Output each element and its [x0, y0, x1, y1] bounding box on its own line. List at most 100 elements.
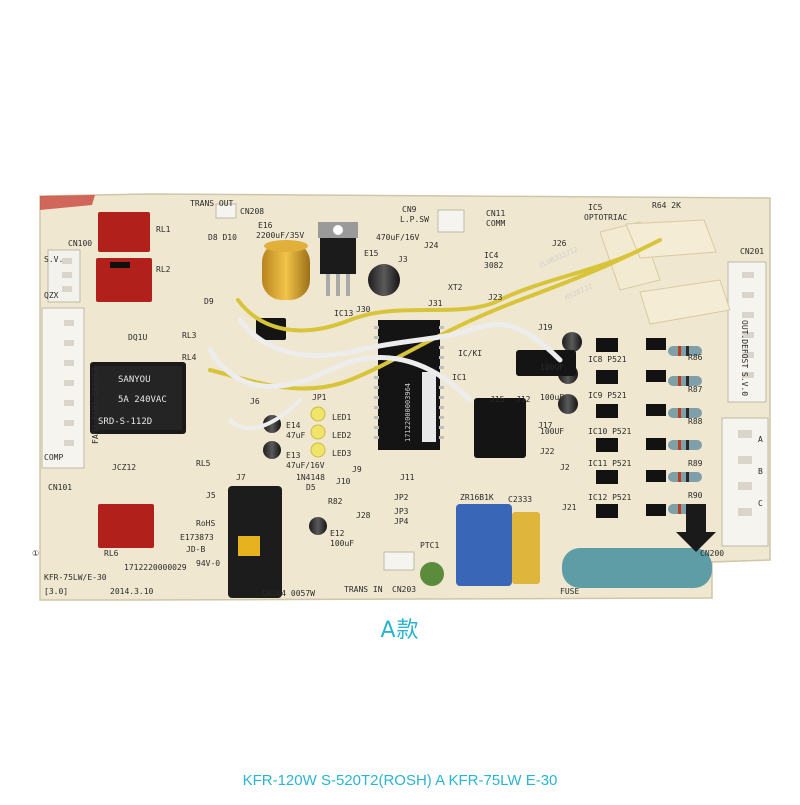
pcb-label-jp2: JP2 — [394, 493, 409, 502]
pcb-label-j21: J21 — [562, 503, 577, 512]
connector-cn101 — [41, 307, 85, 469]
pcb-label-relay-rating: 5A 240VAC — [118, 395, 167, 405]
pcb-label-j6: J6 — [250, 397, 260, 406]
pcb-label-n4148: 1N4148 — [296, 473, 325, 482]
pcb-label-ic1: IC1 — [452, 373, 467, 382]
pcb-label-sv0: S.V.0 — [740, 372, 749, 396]
pcb-label-trans-in: TRANS IN — [344, 585, 383, 594]
pcb-label-ptc1: PTC1 — [420, 541, 439, 550]
pcb-label-revision: [3.0] — [44, 587, 68, 596]
pcb-label-fuse: FUSE — [560, 587, 579, 596]
pcb-label-v0: 94V-0 — [196, 559, 220, 568]
pcb-label-zr: ZR16B1K — [460, 493, 494, 502]
pcb-label-r86: R86 — [688, 353, 703, 362]
pcb-label-r88: R88 — [688, 417, 703, 426]
pcb-label-r82: R82 — [328, 497, 343, 506]
pcb-label-j19: J19 — [538, 323, 553, 332]
pcb-label-j28: J28 — [356, 511, 371, 520]
pcb-label-d5: D5 — [306, 483, 316, 492]
pcb-label-rl5: RL5 — [196, 459, 211, 468]
capacitor-e15 — [368, 264, 400, 296]
relay-rl6 — [98, 504, 154, 548]
pcb-label-j24: J24 — [424, 241, 439, 250]
relay-rl1 — [98, 212, 150, 252]
pcb-label-model-mark: KFR-75LW/E-30 — [44, 573, 107, 582]
pcb-label-r89: R89 — [688, 459, 703, 468]
relay-rl2 — [96, 258, 152, 302]
pcb-label-cn201: CN201 — [740, 247, 764, 256]
pcb-label-xt2: XT2 — [448, 283, 463, 292]
led-3 — [310, 442, 326, 458]
x-capacitor — [562, 548, 712, 588]
pcb-label-cn11: CN11 — [486, 209, 505, 218]
pcb-label-fan-labels: FAN2 FAN1 DEFOST — [91, 367, 100, 444]
pcb-label-e-100uf: 100uF — [540, 393, 564, 402]
pcb-label-cn9: CN9 — [402, 205, 417, 214]
capacitor-e16 — [262, 242, 310, 300]
pcb-label-ic12: IC12 P521 — [588, 493, 632, 502]
pcb-label-sv: S.V. — [44, 255, 63, 264]
pcb-label-out-defost: OUT.DEFOST — [740, 320, 749, 368]
pcb-label-rl4: RL4 — [182, 353, 197, 362]
pcb-label-j5: J5 — [206, 491, 216, 500]
pcb-label-j30: J30 — [356, 305, 371, 314]
pcb-label-r90: R90 — [688, 491, 703, 500]
pcb-label-relay-brand: SANYOU — [118, 375, 151, 385]
pcb-label-led3: LED3 — [332, 449, 351, 458]
pcb-label-cn200: CN200 — [700, 549, 724, 558]
pcb-label-jcz12: JCZ12 — [112, 463, 136, 472]
pcb-label-ic1-mark: 17122000003964 — [404, 383, 412, 442]
pcb-label-d9: D9 — [204, 297, 214, 306]
pcb-label-j12: J12 — [516, 395, 531, 404]
pcb-label-e16-val: 2200uF/35V — [256, 231, 304, 240]
pcb-label-d8d10: D8 D10 — [208, 233, 237, 242]
pcb-label-jp4: JP4 — [394, 517, 409, 526]
pcb-label-rl6: RL6 — [104, 549, 119, 558]
pcb-label-lpsw: L.P.SW — [400, 215, 429, 224]
plug-housing-b — [625, 219, 717, 259]
pcb-label-j22: J22 — [540, 447, 555, 456]
pcb-label-comp: COMP — [44, 453, 63, 462]
pcb-label-e-100uf-c: 100UF — [540, 363, 564, 372]
pcb-label-jdb: JD-B — [186, 545, 205, 554]
pcb-label-j7: J7 — [236, 473, 246, 482]
pcb-label-e13-val: 47uF/16V — [286, 461, 325, 470]
pcb-label-ic5: IC5 — [588, 203, 603, 212]
pcb-label-ic-ki: IC/KI — [458, 349, 482, 358]
pcb-label-serial: 1712220000029 — [124, 563, 187, 572]
pcb-label-e12: E12 — [330, 529, 345, 538]
pcb-label-ic8: IC8 P521 — [588, 355, 627, 364]
pcb-label-cn208: CN208 — [240, 207, 264, 216]
pcb-label-ic11: IC11 P521 — [588, 459, 632, 468]
pcb-label-c2: C2333 — [508, 495, 532, 504]
pcb-label-j31: J31 — [428, 299, 443, 308]
pcb-label-dq1u: DQ1U — [128, 333, 147, 342]
led-2 — [310, 424, 326, 440]
pcb-label-e12-val: 100uF — [330, 539, 354, 548]
pcb-label-cn101: CN101 — [48, 483, 72, 492]
pcb-label-led2: LED2 — [332, 431, 351, 440]
pcb-label-cn100: CN100 — [68, 239, 92, 248]
pcb-label-e15-val: 470uF/16V — [376, 233, 420, 242]
pcb-label-abc-a: A — [758, 435, 763, 444]
pcb-label-j26: J26 — [552, 239, 567, 248]
pcb-label-j9: J9 — [352, 465, 362, 474]
pcb-label-rl3: RL3 — [182, 331, 197, 340]
pcb-label-r87: R87 — [688, 385, 703, 394]
pcb-label-rl1: RL1 — [156, 225, 171, 234]
model-caption: KFR-120W S-520T2(ROSH) A KFR-75LW E-30 — [242, 772, 558, 789]
variant-label: A款 — [380, 618, 420, 643]
pcb-label-e173873: E173873 — [180, 533, 214, 542]
pcb-label-j17: J17 — [538, 421, 553, 430]
pcb-label-date: 2014.3.10 — [110, 587, 154, 596]
pcb-label-comm: COMM — [486, 219, 505, 228]
pcb-label-cn203: CN203 — [392, 585, 416, 594]
led-1 — [310, 406, 326, 422]
pcb-label-j2: J2 — [560, 463, 570, 472]
pcb-label-cn204: CN204 0057W — [262, 589, 315, 598]
pcb-label-e16: E16 — [258, 221, 273, 230]
pcb-label-ic4: IC4 — [484, 251, 499, 260]
pcb-label-qzx: QZX — [44, 291, 59, 300]
pcb-label-ic9: IC9 P521 — [588, 391, 627, 400]
